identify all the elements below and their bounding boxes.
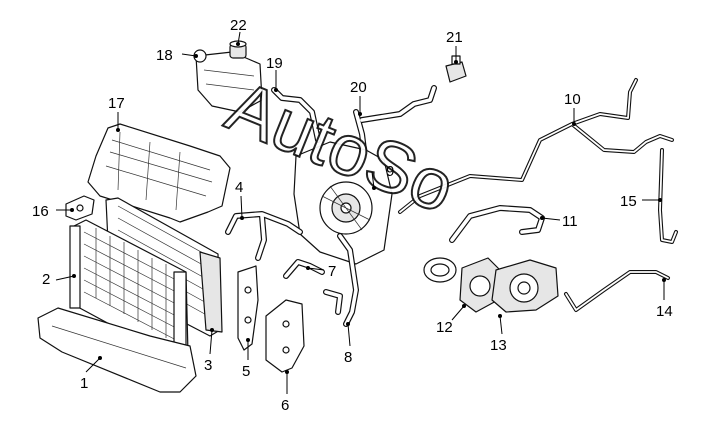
part-8-lower-hose [323,233,359,327]
part-15-pipe [658,148,678,244]
part-18-expansion-tank [193,49,263,113]
part-20-upper-pipe [353,85,437,153]
callout-8: 8 [344,349,352,366]
part-9-fan-shroud [293,141,393,265]
callout-18: 18 [156,47,173,64]
callout-9: 9 [386,163,394,180]
callout-1: 1 [80,375,88,392]
part-11-hose [449,205,545,243]
part-12-pump-housing [459,257,501,313]
callout-5: 5 [242,363,250,380]
part-13-pump [491,259,559,313]
callout-10: 10 [564,91,581,108]
callout-2: 2 [42,271,50,288]
part-17-air-guide [87,123,231,223]
callout-22: 22 [230,17,247,34]
callout-3: 3 [204,357,212,374]
callout-14: 14 [656,303,673,320]
callout-leaders [55,31,666,394]
callout-numbers: 1 2 3 4 5 6 7 8 9 10 11 12 13 14 15 16 1… [32,17,673,414]
part-6-mounting-plate [265,299,305,373]
part-4-radiator-hose [225,211,303,261]
part-5-side-bracket [237,265,259,351]
callout-12: 12 [436,319,453,336]
callout-17: 17 [108,95,125,112]
part-1-lower-panel [37,307,197,393]
part-14-pipe [564,270,670,312]
callout-21: 21 [446,29,463,46]
callout-6: 6 [281,397,289,414]
callout-19: 19 [266,55,283,72]
callout-7: 7 [328,263,336,280]
callout-16: 16 [32,203,49,220]
callout-13: 13 [490,337,507,354]
seal-ring [423,257,457,283]
part-19-tank-hose [271,87,321,143]
callout-4: 4 [235,179,243,196]
callout-15: 15 [620,193,637,210]
callout-20: 20 [350,79,367,96]
part-16-bracket [65,195,95,221]
callout-11: 11 [562,213,578,230]
